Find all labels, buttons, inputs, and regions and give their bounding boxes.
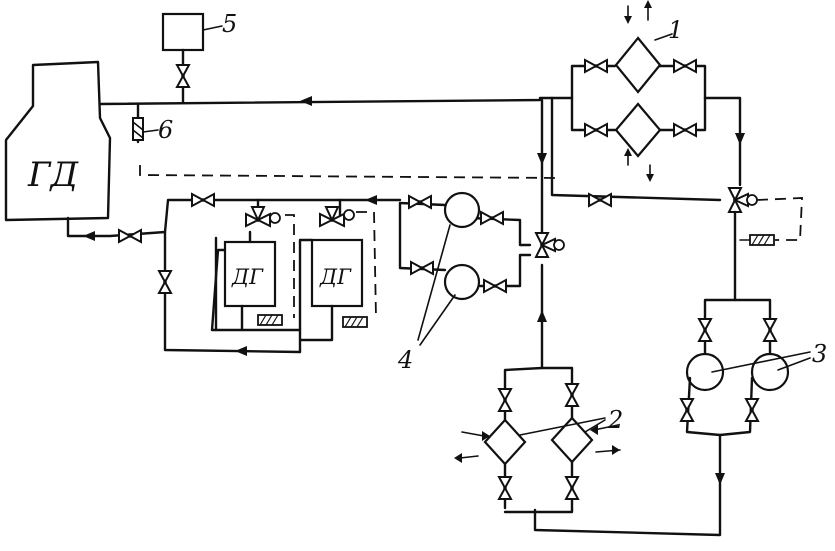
label-1: 1 xyxy=(668,16,683,44)
hx1-valve-d xyxy=(673,123,697,137)
cooler2-valve-a xyxy=(498,388,512,412)
label-4: 4 xyxy=(397,346,413,374)
cooler-group-2: 2 xyxy=(454,263,623,514)
label-3: 3 xyxy=(812,340,827,368)
generator-2 xyxy=(310,238,364,308)
gen2-temp-sensor xyxy=(342,316,368,328)
generator-1-label: ДГ xyxy=(231,265,264,289)
hx1-upper xyxy=(614,36,662,94)
gen1-three-way-valve xyxy=(245,206,271,227)
pump4-valve-d xyxy=(410,261,434,275)
control-line-upper xyxy=(139,165,561,179)
pump3-valve-d xyxy=(745,398,759,422)
pump3-b xyxy=(750,352,790,392)
cooler2-valve-c xyxy=(498,476,512,500)
thermostatic-valve-centre xyxy=(535,98,565,258)
flow-arrow xyxy=(735,133,745,145)
flow-arrow xyxy=(537,310,547,322)
gen-valve-outlet xyxy=(118,229,142,243)
label-6: 6 xyxy=(158,116,173,144)
pump3-valve-a xyxy=(698,318,712,342)
gen1-temp-sensor xyxy=(257,314,283,326)
flow-arrow xyxy=(300,96,312,106)
temp-sensor-right xyxy=(749,234,775,246)
flow-arrow xyxy=(715,473,725,485)
pump-group-4: 4 xyxy=(397,191,532,374)
cooler2-valve-b xyxy=(565,383,579,407)
three-way-valve-centre xyxy=(535,232,556,258)
hx1-lower xyxy=(614,102,662,158)
flow-arrow xyxy=(83,231,95,241)
flow-arrow xyxy=(235,346,247,356)
heat-exchanger-group-1: 1 xyxy=(570,0,745,187)
cooler2-a xyxy=(483,418,527,466)
flow-arrow xyxy=(537,153,547,165)
main-engine-label: ГД xyxy=(27,155,80,195)
gen-valve-return xyxy=(158,270,172,294)
pump3-valve-c xyxy=(680,398,694,422)
temperature-sensor: 6 xyxy=(132,102,173,144)
flow-arrow xyxy=(365,195,377,205)
main-engine: ГД xyxy=(4,60,112,222)
pump-group-3: 3 xyxy=(533,298,827,537)
hx1-valve-a xyxy=(584,59,608,73)
pump4-valve-c xyxy=(408,195,432,209)
pump4-b xyxy=(443,263,481,301)
pump4-valve-b xyxy=(483,279,507,293)
expansion-tank: 5 xyxy=(161,10,237,104)
hx1-valve-c xyxy=(584,123,608,137)
pump4-valve-a xyxy=(480,211,504,225)
pump4-a xyxy=(443,191,481,229)
cooler2-valve-d xyxy=(565,476,579,500)
generator-1 xyxy=(223,240,277,308)
label-2: 2 xyxy=(607,406,623,434)
thermostatic-valve-right xyxy=(588,187,803,302)
hx1-valve-b xyxy=(673,59,697,73)
main-supply-line xyxy=(98,96,722,202)
pump3-valve-b xyxy=(763,318,777,342)
three-way-valve-right xyxy=(728,187,749,213)
label-5: 5 xyxy=(222,10,237,38)
gen-valve-top xyxy=(191,193,215,207)
generator-2-label: ДГ xyxy=(319,265,352,289)
generator-section: ДГ ДГ xyxy=(66,193,402,356)
tank-valve xyxy=(176,64,190,88)
pump3-a xyxy=(685,352,725,392)
